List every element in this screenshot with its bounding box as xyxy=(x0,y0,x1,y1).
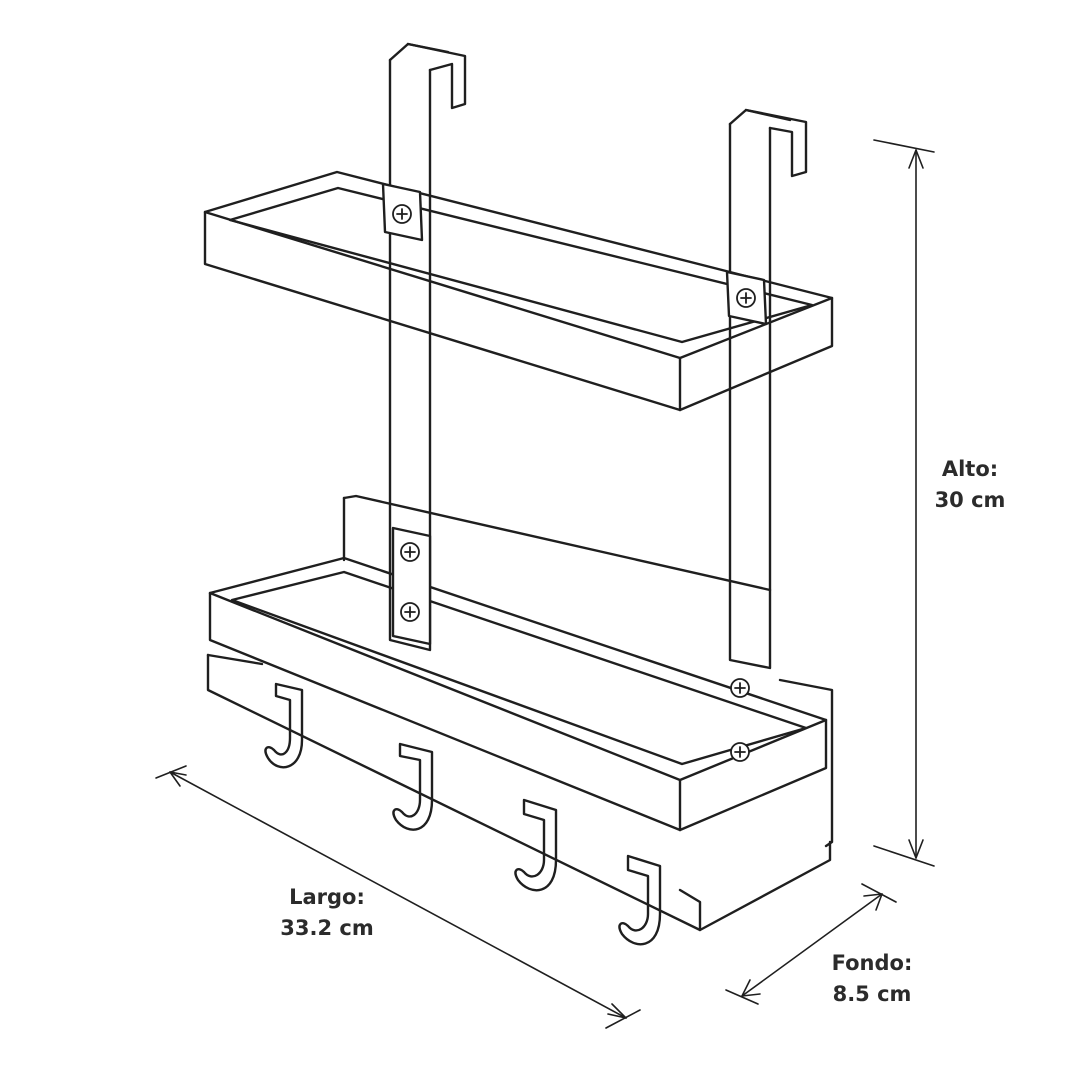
screw-icon xyxy=(400,542,420,562)
screws xyxy=(392,204,756,762)
width-dimension-line xyxy=(155,765,641,1029)
depth-label-value: 8.5 cm xyxy=(832,982,912,1006)
screw-icon xyxy=(736,288,756,308)
hook-4 xyxy=(618,854,662,946)
right-upright-bar xyxy=(728,108,808,670)
width-label-value: 33.2 cm xyxy=(280,916,374,940)
height-label: Alto: 30 cm xyxy=(910,454,1030,516)
left-upright-bar xyxy=(388,42,467,652)
hook-2 xyxy=(392,742,434,831)
depth-dimension-line xyxy=(725,883,897,1005)
height-dimension-line xyxy=(873,139,935,867)
height-label-value: 30 cm xyxy=(934,488,1006,512)
height-label-name: Alto: xyxy=(941,457,999,481)
top-shelf xyxy=(203,170,834,412)
screw-icon xyxy=(400,602,420,622)
screw-icon xyxy=(730,678,750,698)
depth-label: Fondo: 8.5 cm xyxy=(812,948,932,1010)
hook-3 xyxy=(514,798,558,892)
width-label: Largo: 33.2 cm xyxy=(262,882,392,944)
hook-row xyxy=(264,682,662,946)
hook-1 xyxy=(264,682,304,769)
depth-label-name: Fondo: xyxy=(831,951,913,975)
screw-icon xyxy=(730,742,750,762)
screw-icon xyxy=(392,204,412,224)
width-label-name: Largo: xyxy=(289,885,365,909)
